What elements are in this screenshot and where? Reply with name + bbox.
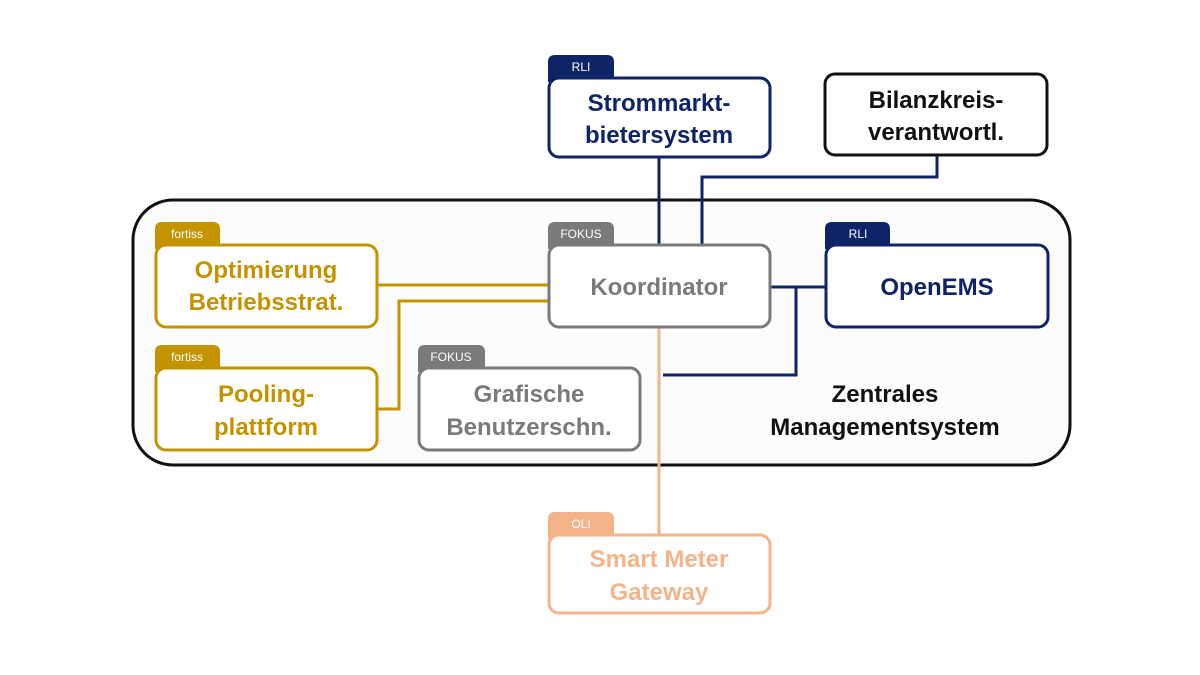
tag-label: OLI — [571, 517, 590, 531]
container-title: Zentrales — [832, 381, 939, 408]
tag-fortiss — [155, 345, 220, 372]
tag-label: fortiss — [171, 227, 203, 241]
box-label: Koordinator — [590, 274, 727, 301]
pooling-box[interactable]: fortiss Pooling- plattform — [154, 345, 379, 452]
box-label: Benutzerschn. — [446, 414, 611, 441]
tag-label: RLI — [849, 227, 868, 241]
connector-bilanzkreis-koordinator — [700, 155, 939, 245]
smartmeter-box[interactable]: OLI Smart Meter Gateway — [547, 512, 772, 615]
strommarkt-box[interactable]: RLI Strommarkt- bietersystem — [547, 55, 772, 159]
box-label: Pooling- — [218, 381, 314, 408]
tag-label: FOKUS — [430, 350, 471, 364]
tag-fokus — [548, 222, 614, 249]
box-label: Bilanzkreis- — [869, 87, 1004, 114]
grafische-box[interactable]: FOKUS Grafische Benutzerschn. — [417, 345, 642, 452]
optimierung-box[interactable]: fortiss Optimierung Betriebsstrat. — [154, 222, 379, 329]
box-label: Betriebsstrat. — [189, 289, 344, 316]
box-label: Gateway — [610, 579, 709, 606]
connector-pooling-koordinator — [377, 299, 548, 411]
openems-box[interactable]: RLI OpenEMS — [824, 222, 1050, 329]
tag-oli — [548, 512, 614, 539]
box-label: Smart Meter — [590, 546, 729, 573]
tag-label: FOKUS — [560, 227, 601, 241]
tag-rli — [548, 55, 614, 82]
tag-fokus — [418, 345, 485, 372]
container-title: Managementsystem — [770, 414, 999, 441]
box-label: Strommarkt- — [588, 90, 731, 117]
connector-koordinator-openems — [663, 285, 825, 377]
tag-rli — [825, 222, 890, 249]
tag-label: RLI — [572, 60, 591, 74]
box-label: Optimierung — [195, 257, 338, 284]
box-label: verantwortl. — [868, 119, 1004, 146]
bilanzkreis-box[interactable]: Bilanzkreis- verantwortl. — [823, 72, 1049, 157]
box-label: Grafische — [474, 381, 585, 408]
tag-fortiss — [155, 222, 220, 249]
box-label: plattform — [214, 414, 318, 441]
koordinator-box[interactable]: FOKUS Koordinator — [547, 222, 772, 329]
box-label: bietersystem — [585, 122, 733, 149]
box-label: OpenEMS — [880, 274, 993, 301]
tag-label: fortiss — [171, 350, 203, 364]
